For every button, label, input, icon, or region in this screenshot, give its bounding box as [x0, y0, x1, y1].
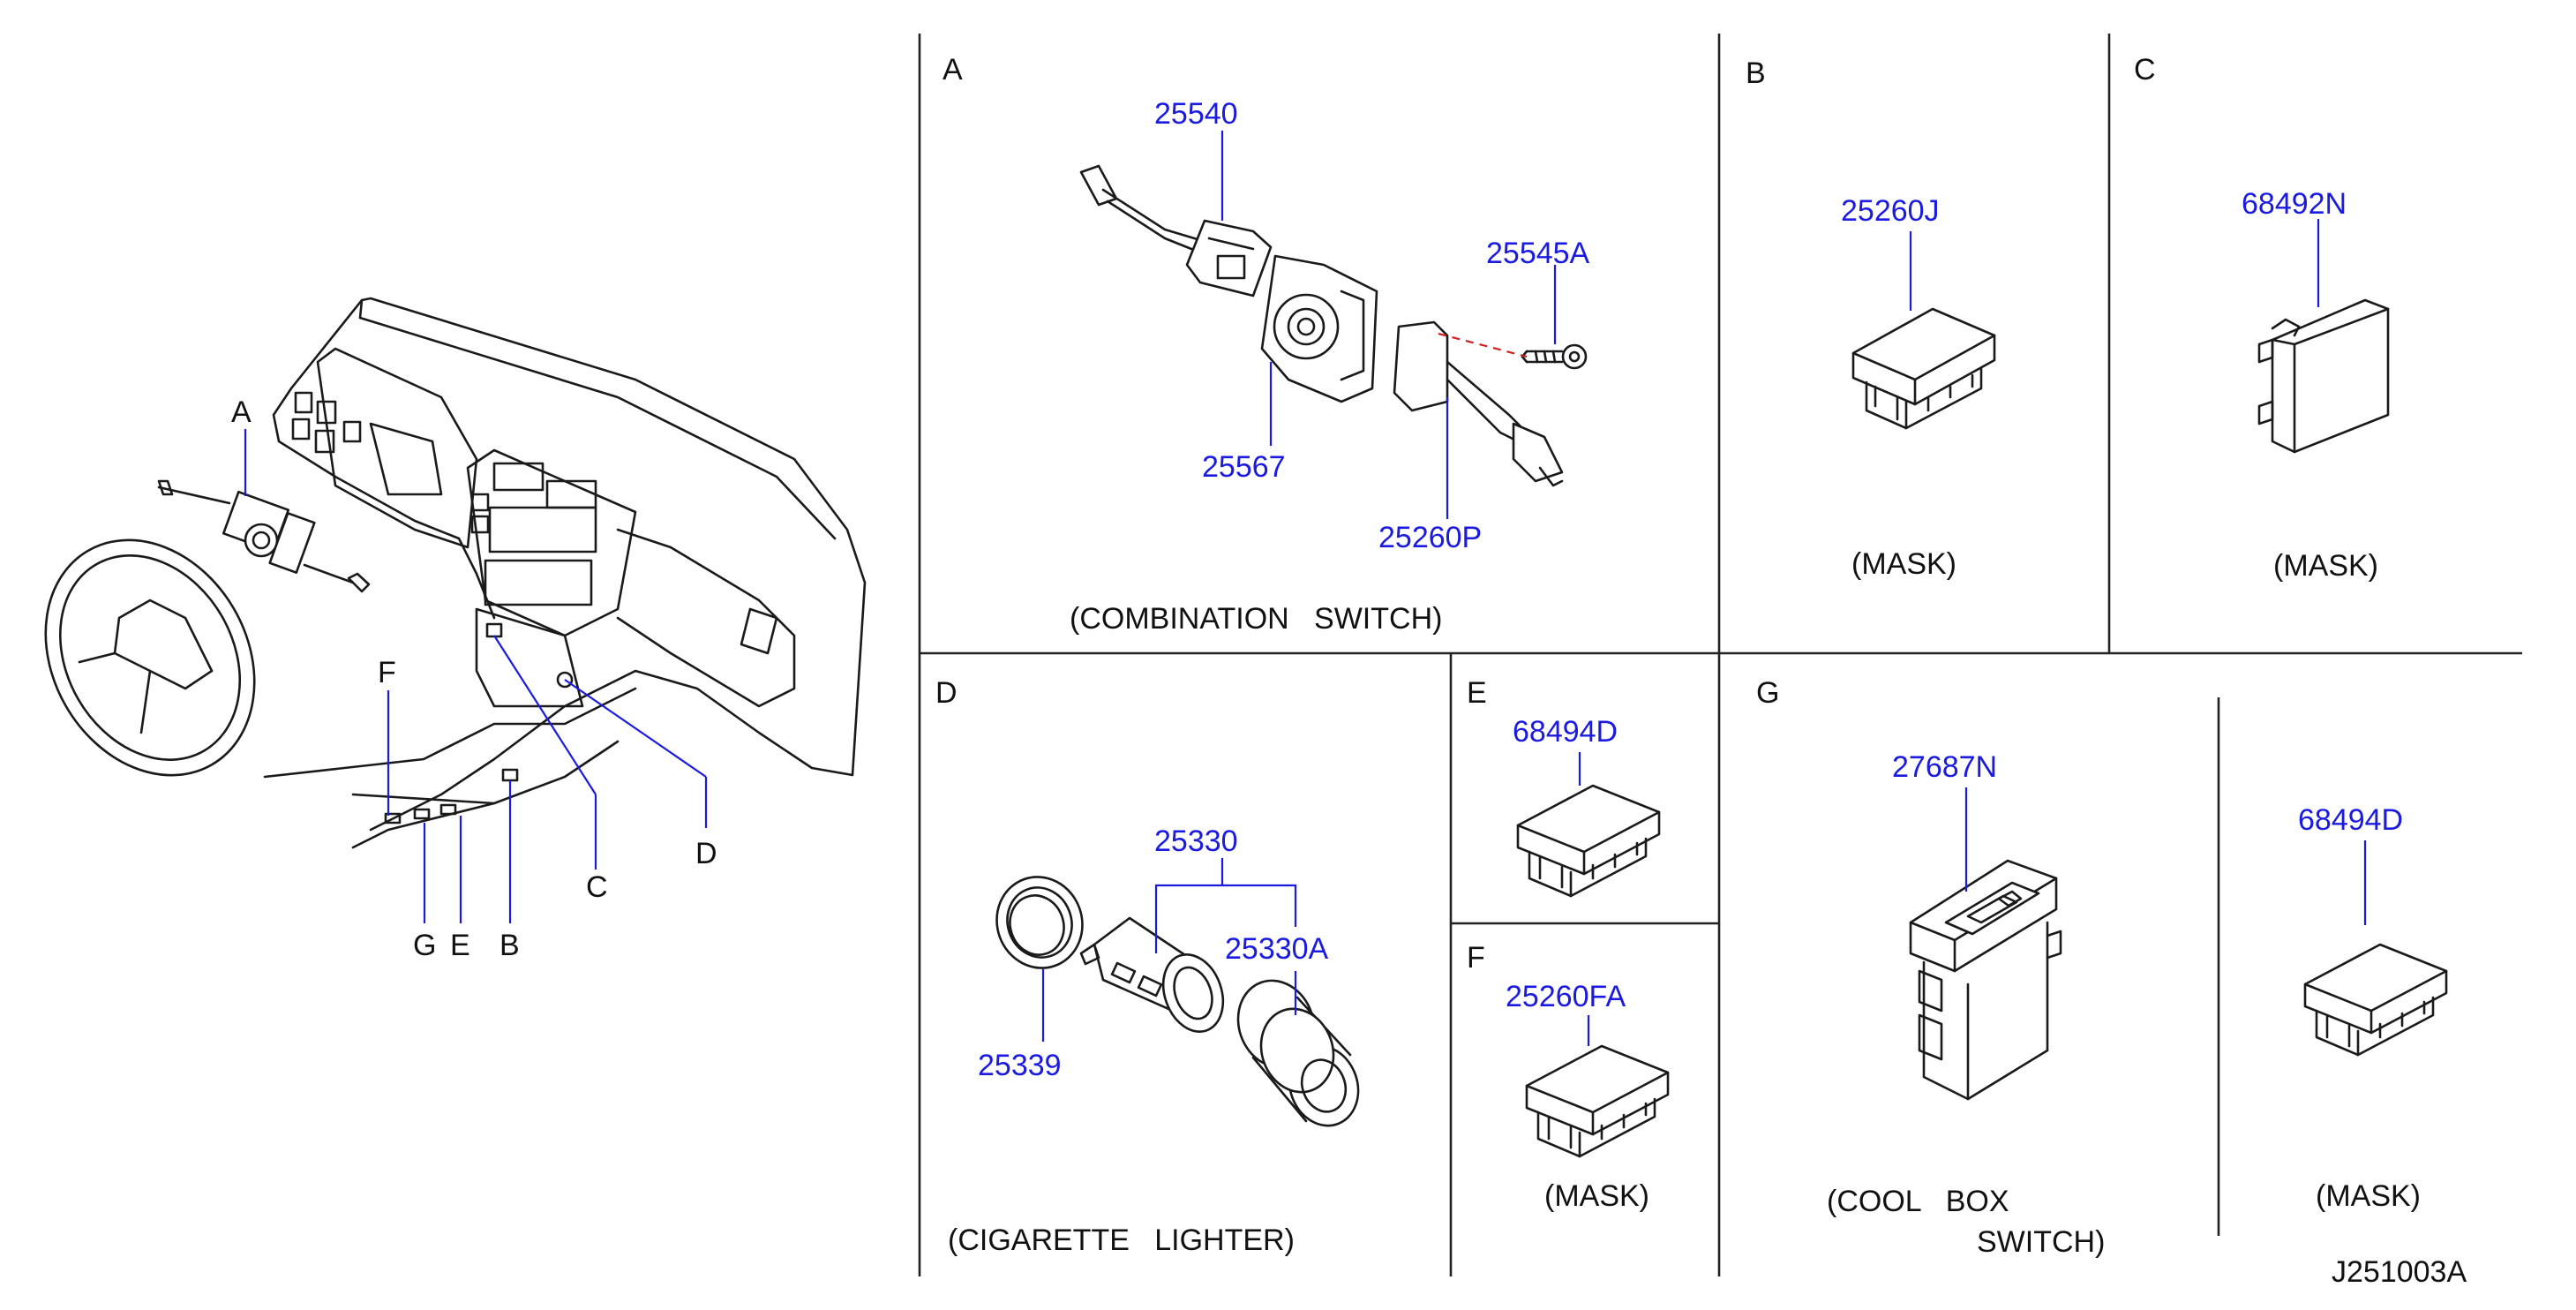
overview-label-a: A — [231, 395, 252, 429]
section-b-caption: (MASK) — [1851, 547, 1956, 581]
section-c-caption: (MASK) — [2273, 549, 2378, 583]
combination-switch-drawing — [1079, 164, 1588, 487]
overview-label-b: B — [499, 929, 520, 962]
section-a-letter: A — [943, 53, 963, 87]
overview-label-f: F — [378, 656, 396, 689]
section-g-letter: G — [1756, 676, 1779, 710]
section-a-caption: (COMBINATION SWITCH) — [1070, 602, 1442, 636]
overview-label-d: D — [695, 837, 717, 870]
drawing-id: J251003A — [2332, 1255, 2467, 1289]
mask-e-drawing — [1516, 784, 1661, 898]
part-number-25260fa: 25260FA — [1506, 980, 1626, 1013]
section-f-caption: (MASK) — [1544, 1179, 1649, 1213]
part-number-25339: 25339 — [978, 1049, 1062, 1082]
mask-c-drawing — [2257, 298, 2390, 454]
overview-label-g: G — [413, 929, 436, 962]
section-g-switch-caption-line2: SWITCH) — [1977, 1225, 2105, 1259]
part-number-25260p: 25260P — [1378, 521, 1482, 554]
part-number-25567: 25567 — [1202, 450, 1286, 484]
cool-box-switch-drawing — [1909, 859, 2062, 1101]
part-number-25545a: 25545A — [1486, 237, 1590, 270]
overview-leaders — [244, 429, 708, 923]
overview-label-c: C — [586, 870, 608, 904]
section-d-letter: D — [935, 676, 958, 710]
section-f-letter: F — [1467, 941, 1485, 975]
section-grid — [918, 34, 2522, 1276]
part-number-25260j: 25260J — [1841, 194, 1940, 228]
section-b-letter: B — [1746, 56, 1766, 90]
section-e-letter: E — [1467, 676, 1487, 710]
mask-g-drawing — [2303, 943, 2448, 1057]
cigarette-lighter-drawing — [995, 876, 1360, 1127]
dashboard-overview — [44, 297, 867, 849]
section-d-caption: (CIGARETTE LIGHTER) — [948, 1223, 1295, 1257]
section-c-letter: C — [2134, 53, 2156, 87]
section-d-leaders — [1041, 858, 1297, 1042]
part-number-25330a: 25330A — [1225, 932, 1329, 966]
part-number-27687n: 27687N — [1892, 750, 1997, 784]
section-a-leaders — [1220, 131, 1557, 519]
part-number-25330: 25330 — [1154, 824, 1238, 858]
part-number-68494d-e: 68494D — [1513, 715, 1618, 749]
mask-f-drawing — [1525, 1044, 1670, 1158]
mask-b-drawing — [1851, 307, 1996, 430]
overview-label-e: E — [450, 929, 470, 962]
part-number-25540: 25540 — [1154, 97, 1238, 131]
part-number-68492n: 68492N — [2242, 187, 2347, 221]
section-g-mask-caption: (MASK) — [2316, 1179, 2421, 1213]
section-g-switch-caption-line1: (COOL BOX — [1827, 1185, 2009, 1218]
part-number-68494d-g: 68494D — [2298, 803, 2403, 837]
